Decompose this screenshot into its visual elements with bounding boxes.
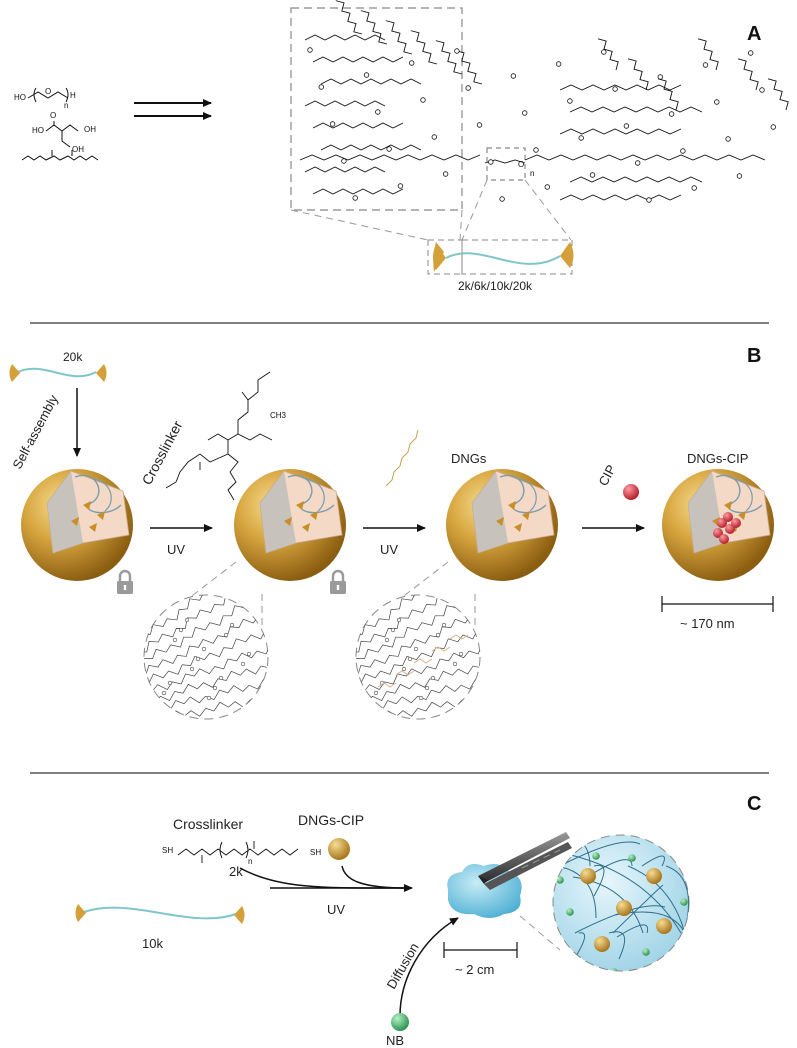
bismpa-ho-text: HO [32, 126, 44, 135]
thiol-molecule [385, 429, 419, 487]
peg-zoom-box [486, 147, 526, 181]
polymer-20k-label: 20k [63, 350, 83, 364]
peg-n-text: n [64, 101, 68, 110]
crosslinker-n-text: n [248, 857, 252, 866]
sh-right-text: SH [310, 848, 321, 857]
nanogel-dngs-cip [662, 469, 774, 581]
nanogel-self-assembled [21, 469, 133, 594]
panel-c-letter: C [747, 793, 761, 815]
peg-h-text: H [70, 91, 76, 100]
uv-label-1: UV [167, 542, 185, 557]
panel-c: C Crosslinker SH SH n 2k DNGs-CIP UV 10k [75, 793, 761, 1048]
lock-icon [330, 569, 346, 594]
crosslinker-structure-b [165, 371, 273, 501]
crosslinker-mw-label: 2k [229, 864, 243, 879]
polymer-schematic-a [433, 242, 574, 272]
dngs-label: DNGs [451, 451, 487, 466]
uv-label-2: UV [380, 542, 398, 557]
panel-a-letter: A [747, 23, 761, 45]
nb-label: NB [386, 1033, 404, 1048]
hydrogel-network [553, 835, 689, 971]
crosslinker-arrow [239, 867, 409, 889]
nanogel-spheres [21, 469, 774, 594]
peg-reagent: HO O n H [14, 87, 76, 110]
diffusion-arrow [399, 917, 459, 1017]
dngs-cip-label: DNGs-CIP [687, 451, 748, 466]
molecular-weights-label: 2k/6k/10k/20k [458, 279, 533, 293]
polymer-10k [83, 906, 237, 920]
peg-ho-text: HO [14, 93, 26, 102]
dngs-cip-particle [328, 838, 350, 860]
self-assembly-label: Self-assembly [9, 392, 61, 472]
sh-left-text: SH [162, 846, 173, 855]
ch3-text: CH3 [270, 411, 287, 420]
size-170nm-label: ~ 170 nm [680, 616, 735, 631]
polymer-20k [17, 367, 97, 378]
scale-bar-170nm [661, 596, 774, 612]
dngs-cip-label-c: DNGs-CIP [298, 812, 364, 828]
network-structure-2 [356, 595, 480, 719]
panel-b: B 20k Self-assembly Crosslinker CH3 UV U… [9, 345, 774, 720]
lock-icon [117, 569, 133, 594]
anhydride-reagent [21, 150, 99, 161]
crosslinker-label-c: Crosslinker [173, 816, 243, 832]
core-o-text: O [518, 160, 524, 169]
cip-molecule-icon [623, 484, 639, 500]
nb-molecule-icon [391, 1013, 409, 1031]
size-2cm-label: ~ 2 cm [455, 962, 494, 977]
crosslinker-structure-c [177, 841, 299, 863]
cip-label: CIP [595, 462, 618, 488]
core-n-text: n [530, 169, 534, 178]
scale-bar-2cm [443, 942, 518, 958]
particle-arrow [341, 865, 409, 889]
dendron-zoom-box [290, 7, 463, 211]
bismpa-oh2-text: OH [72, 145, 84, 154]
diffusion-label: Diffusion [384, 940, 422, 991]
polymer-10k-label: 10k [142, 936, 163, 951]
tweezers-icon [478, 832, 572, 890]
crosslinker-label-b: Crosslinker [139, 418, 186, 488]
bismpa-o-text: O [50, 111, 56, 120]
panel-a: A HO O n H HO O OH OH [14, 0, 789, 293]
nanogel-dngs [446, 469, 558, 581]
dendrimer-structure [299, 0, 789, 203]
bis-mpa-reagent: HO O OH OH [32, 111, 96, 154]
nanogel-crosslinked [234, 469, 346, 594]
uv-label-c: UV [327, 902, 345, 917]
peg-o-text: O [45, 87, 51, 96]
bismpa-oh1-text: OH [84, 125, 96, 134]
panel-b-letter: B [747, 345, 761, 367]
